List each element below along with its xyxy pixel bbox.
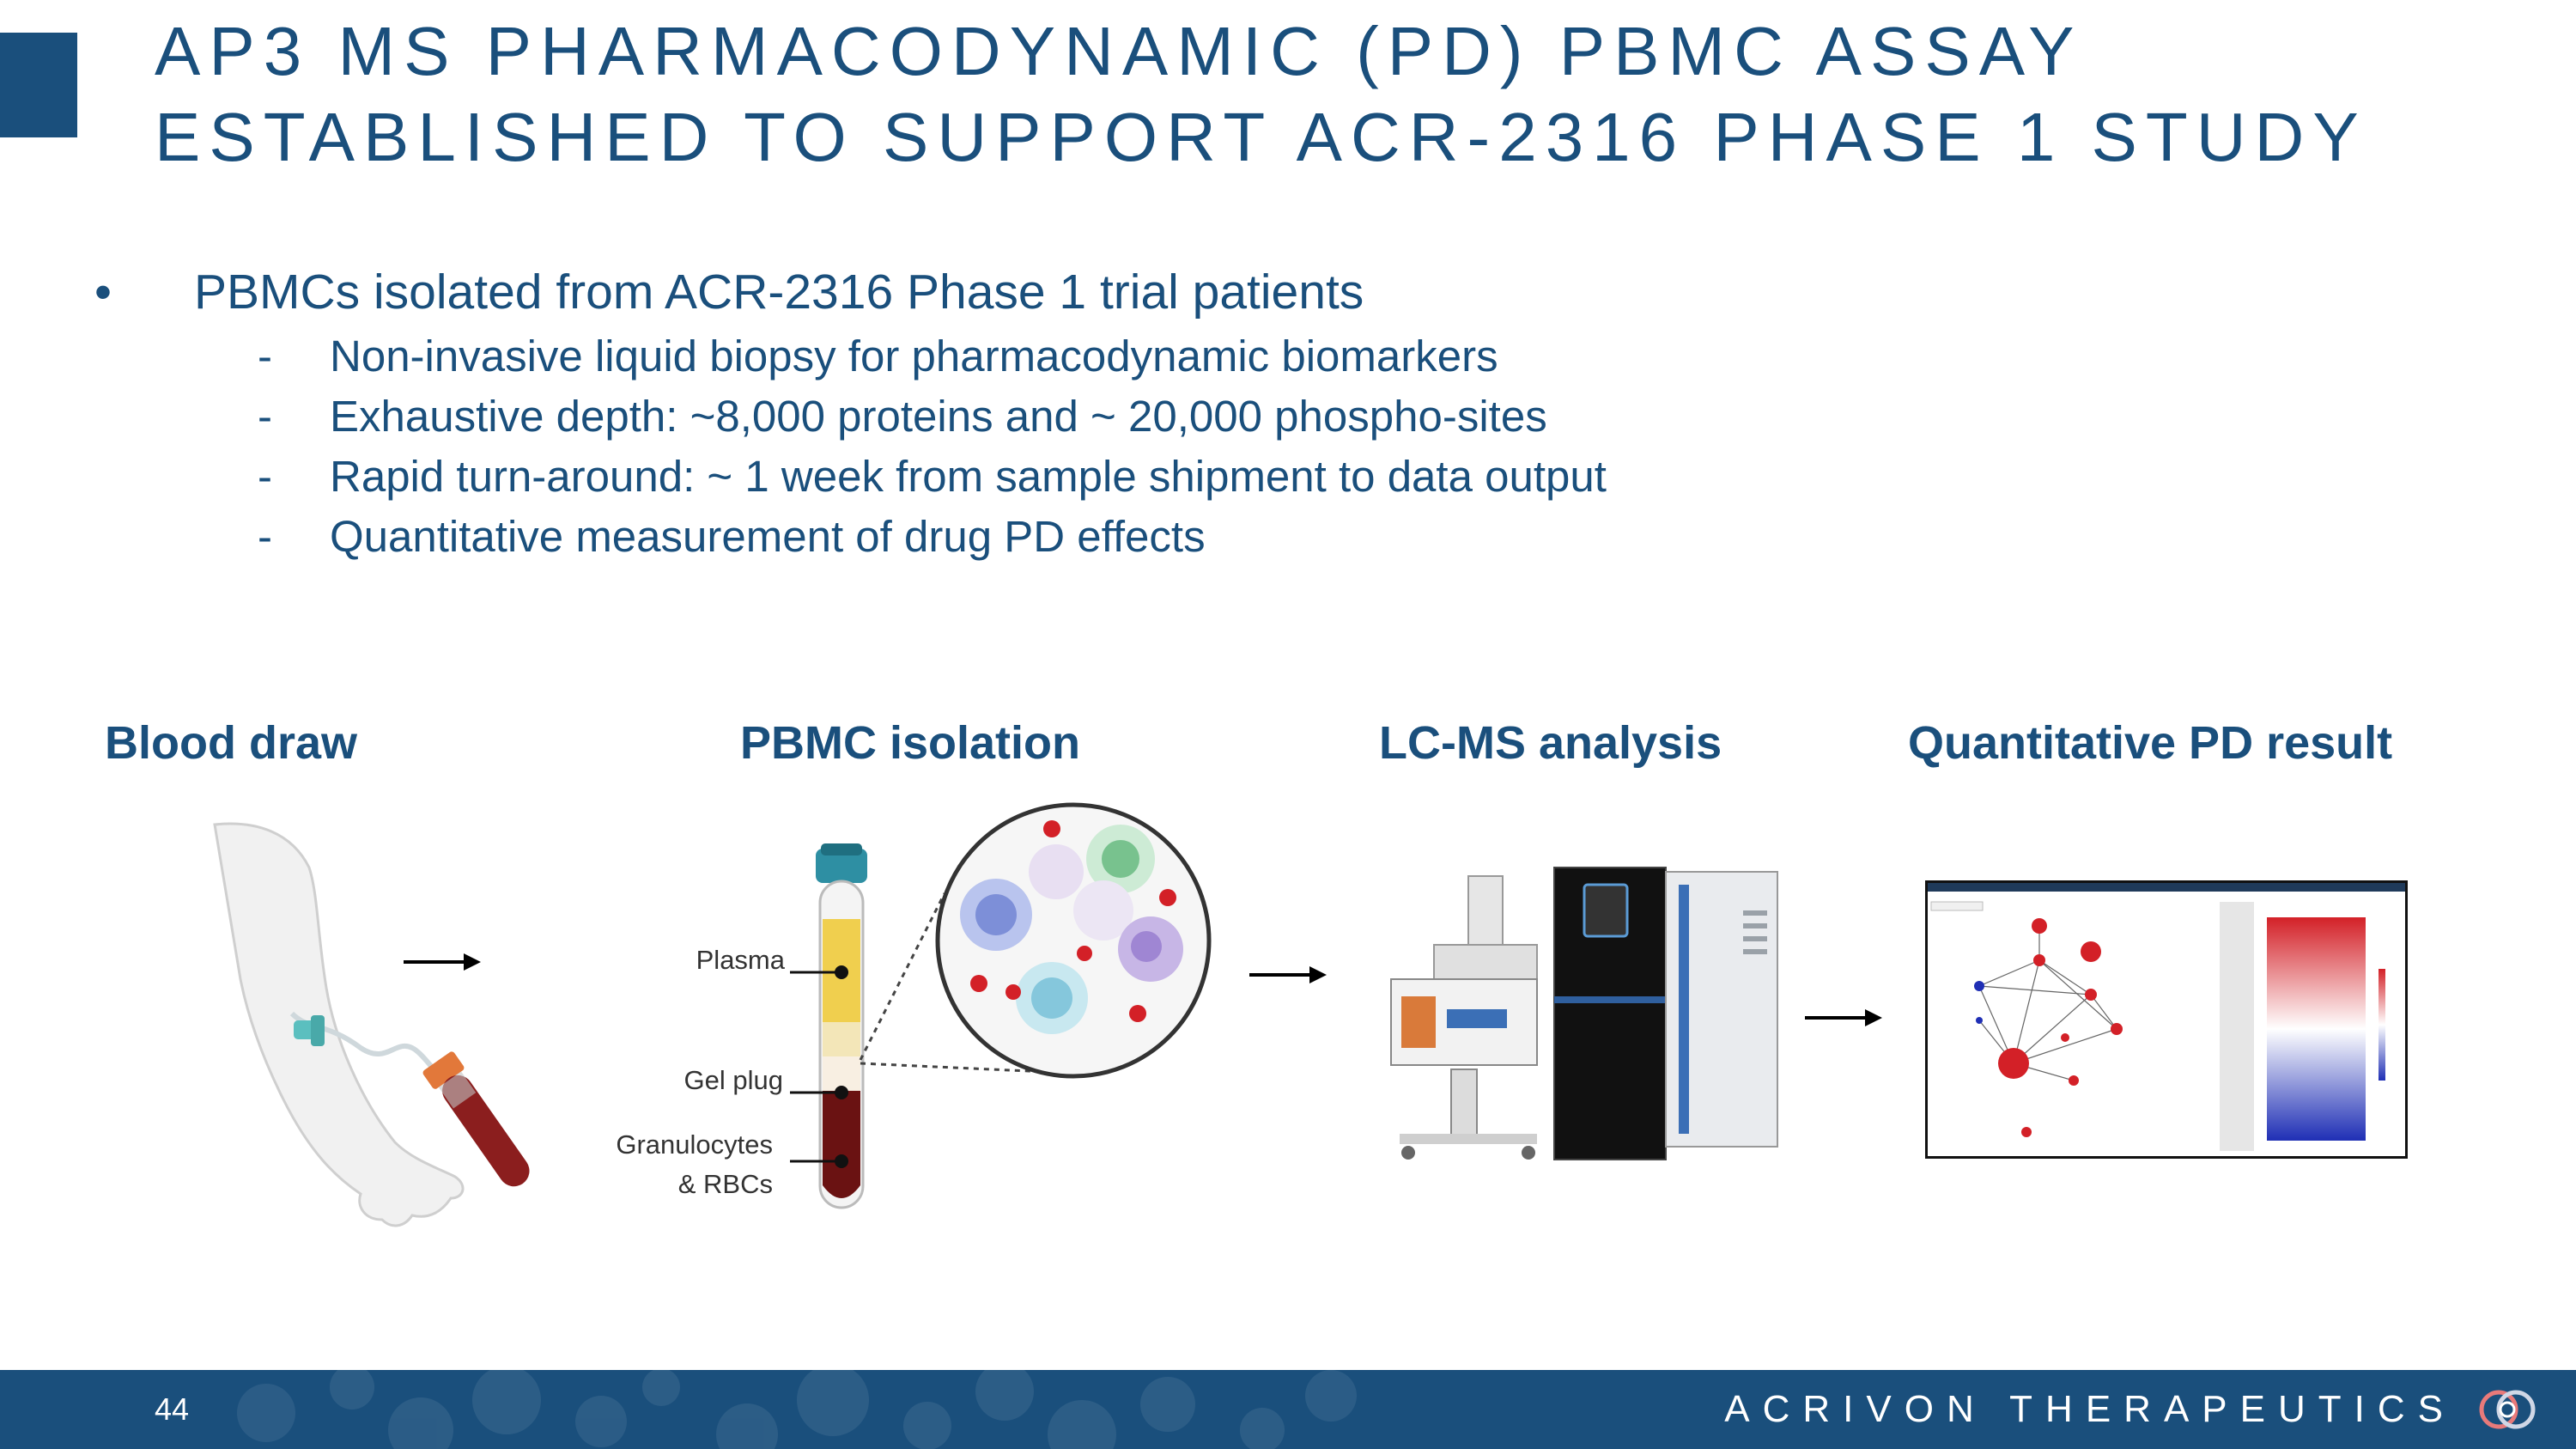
step-title-lc-ms-analysis: LC-MS analysis xyxy=(1379,717,1722,769)
network-heatmap-icon xyxy=(1928,883,2405,1151)
sub-bullet-text: Quantitative measurement of drug PD effe… xyxy=(330,512,1206,561)
sub-bullet-text: Rapid turn-around: ~ 1 week from sample … xyxy=(330,452,1607,501)
arrow-right-icon xyxy=(404,953,481,971)
sub-bullet-text: Exhaustive depth: ~8,000 proteins and ~ … xyxy=(330,392,1547,441)
brand-name: ACRIVON THERAPEUTICS xyxy=(1724,1388,2456,1430)
bullet-glyph: • xyxy=(94,265,112,320)
dash-glyph: - xyxy=(258,332,272,381)
sub-bullet: - Rapid turn-around: ~ 1 week from sampl… xyxy=(94,447,2069,507)
dash-glyph: - xyxy=(258,452,272,501)
tube-label-gel-plug: Gel plug xyxy=(683,1065,783,1095)
sub-bullet: - Non-invasive liquid biopsy for pharmac… xyxy=(94,326,2069,387)
main-bullet: • PBMCs isolated from ACR-2316 Phase 1 t… xyxy=(94,258,2069,326)
sub-bullet-text: Non-invasive liquid biopsy for pharmacod… xyxy=(330,332,1498,381)
pbmc-cells-icon xyxy=(935,802,1212,1079)
step-title-quantitative-pd-result: Quantitative PD result xyxy=(1908,717,2393,769)
dash-glyph: - xyxy=(258,392,272,441)
title-accent-square xyxy=(0,33,77,137)
slide-footer: 44 ACRIVON THERAPEUTICS xyxy=(0,1370,2576,1449)
slide-title-line-2: ESTABLISHED TO SUPPORT ACR-2316 PHASE 1 … xyxy=(155,99,2367,175)
tube-label-rbcs: & RBCs xyxy=(677,1169,773,1199)
sub-bullet: - Exhaustive depth: ~8,000 proteins and … xyxy=(94,387,2069,447)
tube-label-plasma: Plasma xyxy=(696,945,785,975)
blood-tube-icon xyxy=(790,843,1048,1209)
page-number: 44 xyxy=(155,1391,190,1427)
arrow-right-icon xyxy=(1805,1009,1882,1026)
pd-result-screenshot xyxy=(1925,880,2408,1159)
footer-dots-decoration xyxy=(237,1370,1357,1449)
dash-glyph: - xyxy=(258,512,272,561)
step-title-blood-draw: Blood draw xyxy=(105,717,357,769)
slide-title: AP3 MS PHARMACODYNAMIC (PD) PBMC ASSAY E… xyxy=(155,9,2542,180)
acrivon-logo-icon xyxy=(2479,1390,2536,1429)
mass-spectrometer-icon xyxy=(1390,867,1778,1160)
slide-title-line-1: AP3 MS PHARMACODYNAMIC (PD) PBMC ASSAY xyxy=(155,13,2083,89)
sub-bullet: - Quantitative measurement of drug PD ef… xyxy=(94,507,2069,567)
arm-blood-draw-icon xyxy=(213,822,530,1227)
main-bullet-text: PBMCs isolated from ACR-2316 Phase 1 tri… xyxy=(194,265,1364,320)
step-title-pbmc-isolation: PBMC isolation xyxy=(740,717,1081,769)
arrow-right-icon xyxy=(1249,966,1327,983)
bullet-list: • PBMCs isolated from ACR-2316 Phase 1 t… xyxy=(94,258,2069,567)
tube-label-granulocytes: Granulocytes xyxy=(616,1129,773,1160)
